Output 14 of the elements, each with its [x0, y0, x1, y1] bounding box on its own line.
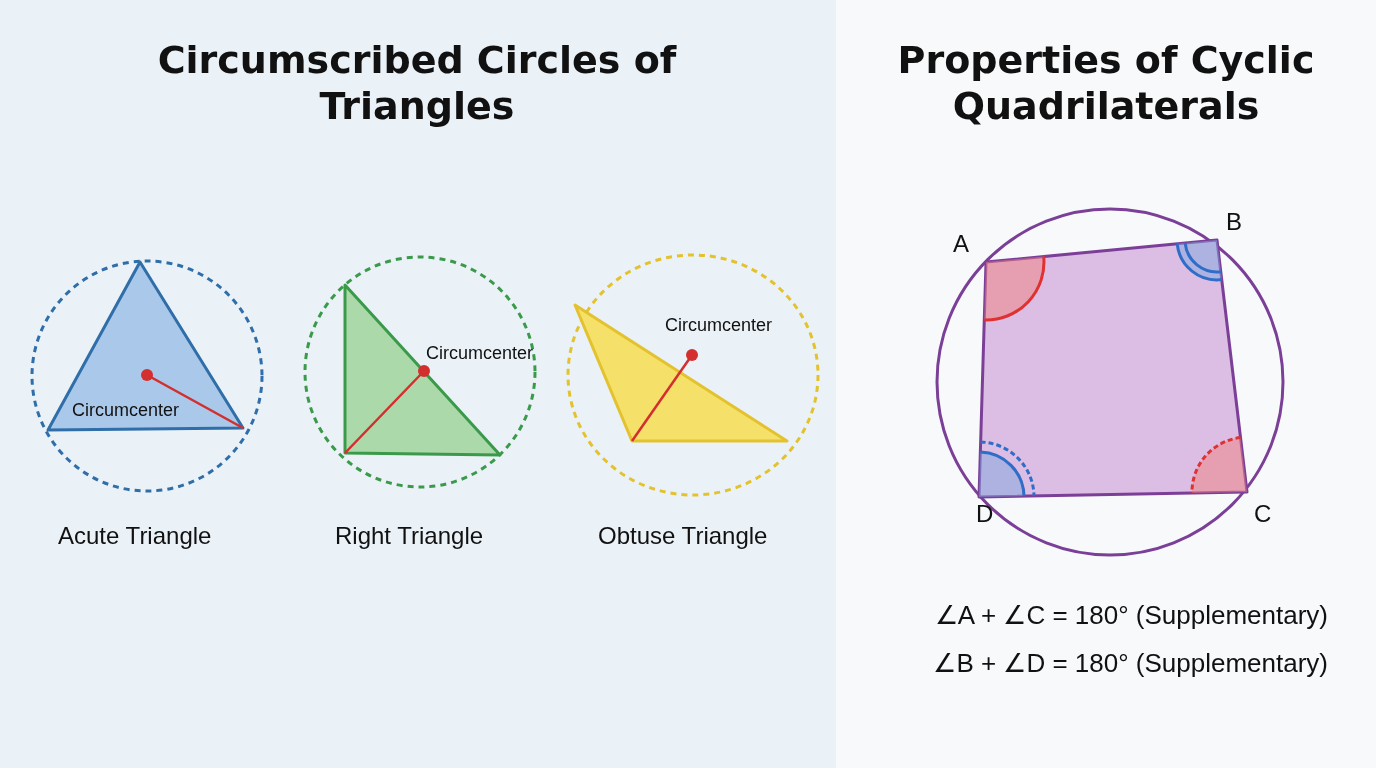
equation: ∠A + ∠C = 180° (Supplementary): [934, 600, 1328, 631]
equation: ∠B + ∠D = 180° (Supplementary): [933, 648, 1328, 679]
label: Circumcenter: [426, 343, 534, 364]
heading: Properties of Cyclic Quadrilaterals: [896, 38, 1316, 130]
caption: Right Triangle: [335, 522, 484, 550]
vertex-label: B: [1226, 208, 1242, 236]
caption: Obtuse Triangle: [598, 522, 768, 550]
caption: Acute Triangle: [58, 522, 212, 550]
heading: Circumscribed Circles of Triangles: [156, 38, 678, 130]
vertex-label: A: [953, 230, 969, 258]
vertex-label: C: [1254, 500, 1272, 528]
vertex-label: D: [976, 500, 994, 528]
label: Circumcenter: [72, 400, 180, 421]
label: Circumcenter: [665, 315, 773, 336]
